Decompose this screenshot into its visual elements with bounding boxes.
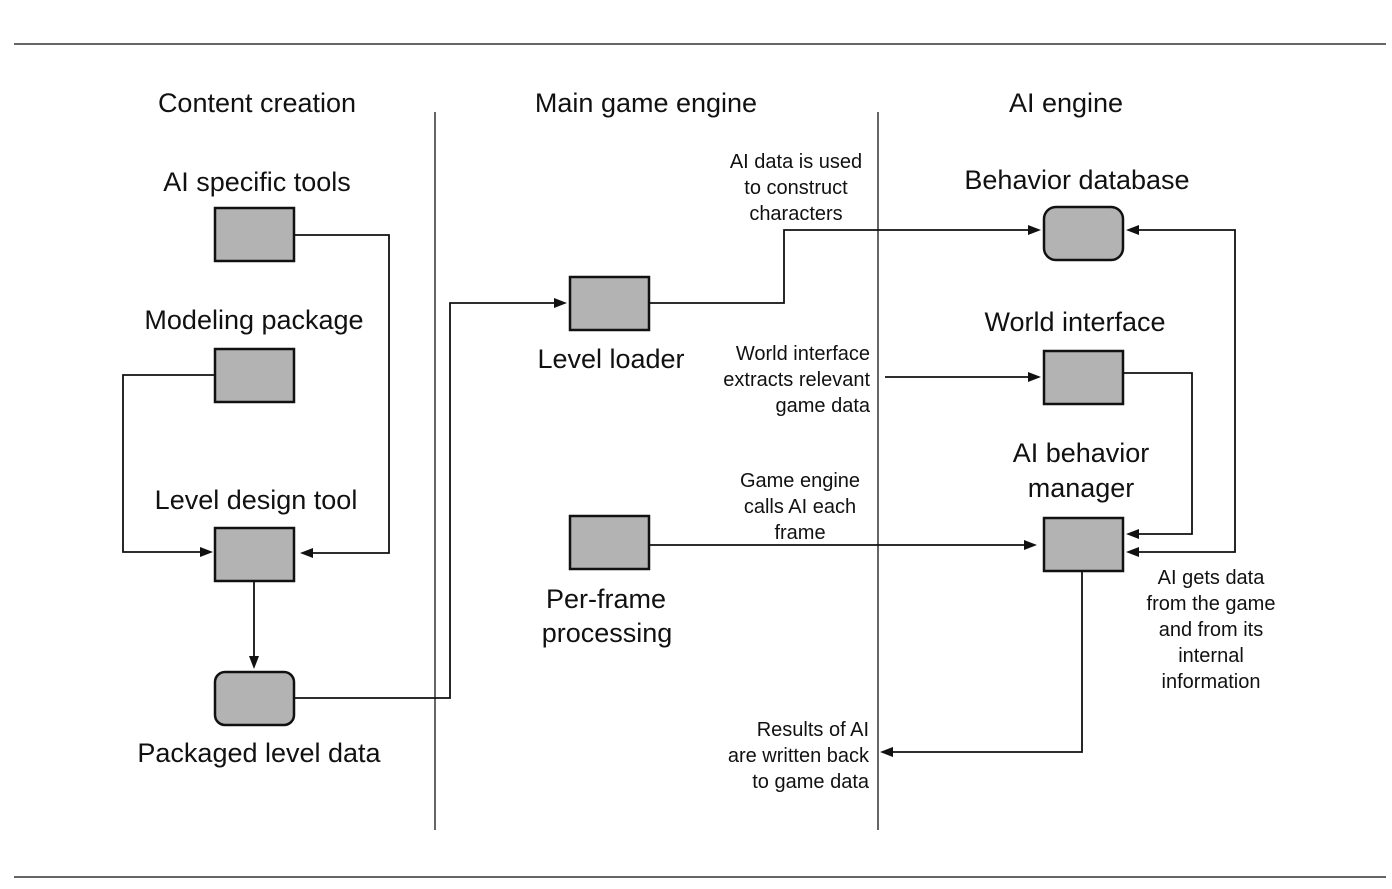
connector-behavior-db-loop [1139,229,1236,553]
arrowhead-level-design-to-packaged [249,656,259,669]
column-title-content-creation: Content creation [158,88,356,118]
arrowhead-modeling-to-level-design [200,547,213,557]
note-world-interface-line-1: World interface [736,343,870,365]
connector-behavior-manager-to-results [893,571,1083,753]
per-frame-processing-box [568,514,651,571]
connector-level-loader-to-behavior-db [649,229,1028,304]
note-ai-gets-data-line-4: internal [1178,645,1244,667]
connector-ai-tools-to-level-design [294,234,390,554]
arrowhead-behavior-manager-to-results [880,747,893,757]
arrowhead-level-loader-to-behavior-db [1028,225,1041,235]
note-engine-calls-ai-line-2: calls AI each [744,496,856,518]
note-ai-gets-data-line-1: AI gets data [1158,567,1266,589]
label-level-design-tool: Level design tool [155,485,358,515]
ai-specific-tools-box [213,206,296,263]
behavior-database-box [1042,205,1125,262]
arrowhead-world-interface-to-behavior-manager [1126,529,1139,539]
arrowhead-ai-tools-to-level-design [300,548,313,558]
packaged-level-data-box [213,670,296,727]
column-title-main-game-engine: Main game engine [535,88,757,118]
world-interface-box [1042,349,1125,406]
arrowhead-note-to-world-interface [1028,372,1041,382]
arrowhead-loop-to-behavior-db [1126,225,1139,235]
note-results-written-back-line-2: are written back [728,745,870,767]
connector-modeling-to-level-design [122,374,215,553]
note-engine-calls-ai-line-3: frame [774,522,825,544]
connector-world-interface-to-behavior-manager [1123,372,1193,535]
connector-packaged-to-level-loader [294,302,554,699]
note-results-written-back-line-1: Results of AI [757,719,869,741]
note-engine-calls-ai-line-1: Game engine [740,470,860,492]
note-construct-characters-line-2: to construct [744,177,848,199]
ai-behavior-manager-box [1042,516,1125,573]
level-loader-box [568,275,651,332]
label-modeling-package: Modeling package [144,305,363,335]
note-construct-characters-line-3: characters [749,203,842,225]
label-ai-behavior-manager-line-1: AI behavior [1013,438,1150,468]
column-title-ai-engine: AI engine [1009,88,1123,118]
arrowhead-loop-to-behavior-manager [1126,547,1139,557]
label-ai-behavior-manager-line-2: manager [1028,473,1135,503]
label-behavior-database: Behavior database [964,165,1189,195]
note-world-interface-line-2: extracts relevant [723,369,870,391]
note-ai-gets-data-line-2: from the game [1147,593,1276,615]
note-results-written-back-line-3: to game data [752,771,870,793]
note-construct-characters-line-1: AI data is used [730,151,862,173]
label-packaged-level-data: Packaged level data [137,738,381,768]
modeling-package-box [213,347,296,404]
label-world-interface: World interface [984,307,1165,337]
note-world-interface-line-3: game data [775,395,870,417]
note-ai-gets-data-line-3: and from its [1159,619,1263,641]
label-ai-specific-tools: AI specific tools [163,167,351,197]
label-per-frame-processing-line-1: Per-frame [546,584,666,614]
label-per-frame-processing-line-2: processing [542,618,673,648]
arrowhead-packaged-to-level-loader [554,298,567,308]
label-level-loader: Level loader [537,344,684,374]
level-design-tool-box [213,526,296,583]
note-ai-gets-data-line-5: information [1162,671,1261,693]
arrowhead-per-frame-to-behavior-manager [1024,540,1037,550]
